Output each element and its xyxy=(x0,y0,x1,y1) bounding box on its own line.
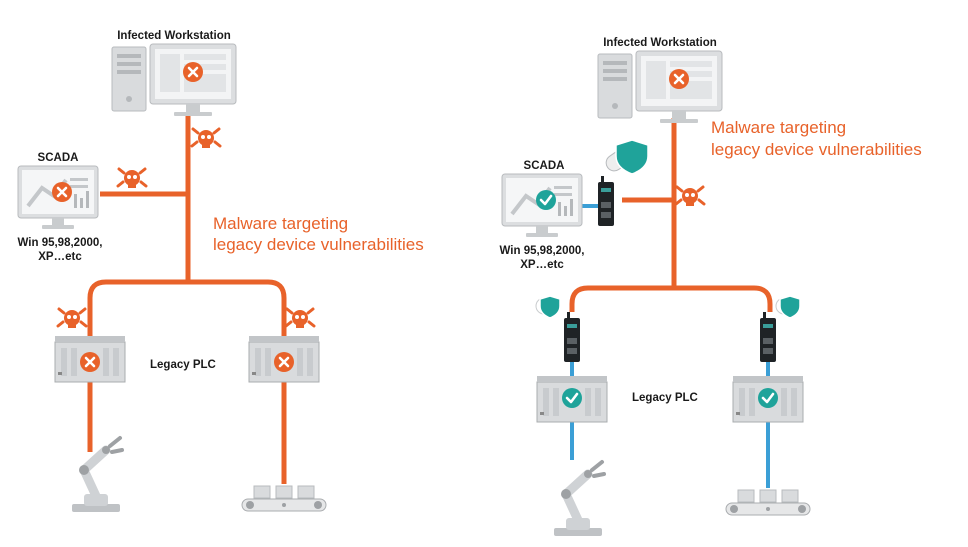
left-network-wires xyxy=(87,112,287,484)
check-icon xyxy=(534,188,558,212)
left-os-line2: XP…etc xyxy=(38,251,82,263)
robot-arm-icon xyxy=(72,438,122,512)
left-os-line1: Win 95,98,2000, xyxy=(18,237,103,249)
skull-icon xyxy=(674,185,706,208)
left-infected-workstation xyxy=(111,43,237,117)
right-plc-1 xyxy=(536,375,608,423)
robot-arm-icon xyxy=(554,462,604,536)
right-malware-line1: Malware targeting xyxy=(711,118,846,137)
x-icon xyxy=(50,180,74,204)
skull-icon xyxy=(190,127,222,150)
security-appliance-icon xyxy=(564,312,580,362)
skull-icon xyxy=(116,167,148,190)
right-secure-wires xyxy=(570,204,770,488)
shield-icon xyxy=(775,295,801,319)
x-icon xyxy=(667,67,691,91)
left-plc-2 xyxy=(248,335,320,383)
x-icon xyxy=(272,350,296,374)
right-infected-workstation xyxy=(597,50,723,124)
conveyor-icon xyxy=(241,485,327,512)
left-plc-label: Legacy PLC xyxy=(150,359,216,371)
skull-icon xyxy=(56,307,88,330)
shield-icon xyxy=(535,295,561,319)
x-icon xyxy=(78,350,102,374)
left-malware-line2: legacy device vulnerabilities xyxy=(213,235,424,254)
right-os-line2: XP…etc xyxy=(520,259,564,271)
left-scada-station xyxy=(16,164,100,231)
skull-icon xyxy=(284,307,316,330)
check-icon xyxy=(756,386,780,410)
left-scada-label: SCADA xyxy=(38,152,79,164)
conveyor-icon xyxy=(725,489,811,516)
right-os-line1: Win 95,98,2000, xyxy=(500,245,585,257)
security-appliance-icon xyxy=(760,312,776,362)
right-threat-wires xyxy=(569,118,773,312)
right-scada-station xyxy=(500,172,584,239)
right-panel: Infected Workstation SCADA Win 95,98,200… xyxy=(500,37,922,536)
security-appliance-icon xyxy=(598,176,614,226)
check-icon xyxy=(560,386,584,410)
right-plc-label: Legacy PLC xyxy=(632,392,698,404)
right-malware-line2: legacy device vulnerabilities xyxy=(711,140,922,159)
left-workstation-label: Infected Workstation xyxy=(117,30,231,42)
right-plc-2 xyxy=(732,375,804,423)
x-icon xyxy=(181,60,205,84)
left-malware-line1: Malware targeting xyxy=(213,214,348,233)
right-scada-label: SCADA xyxy=(524,160,565,172)
right-workstation-label: Infected Workstation xyxy=(603,37,717,49)
left-plc-1 xyxy=(54,335,126,383)
left-panel: Infected Workstation SCADA Win 95,98,200… xyxy=(16,30,424,512)
bandage-shield-icon xyxy=(605,139,649,175)
